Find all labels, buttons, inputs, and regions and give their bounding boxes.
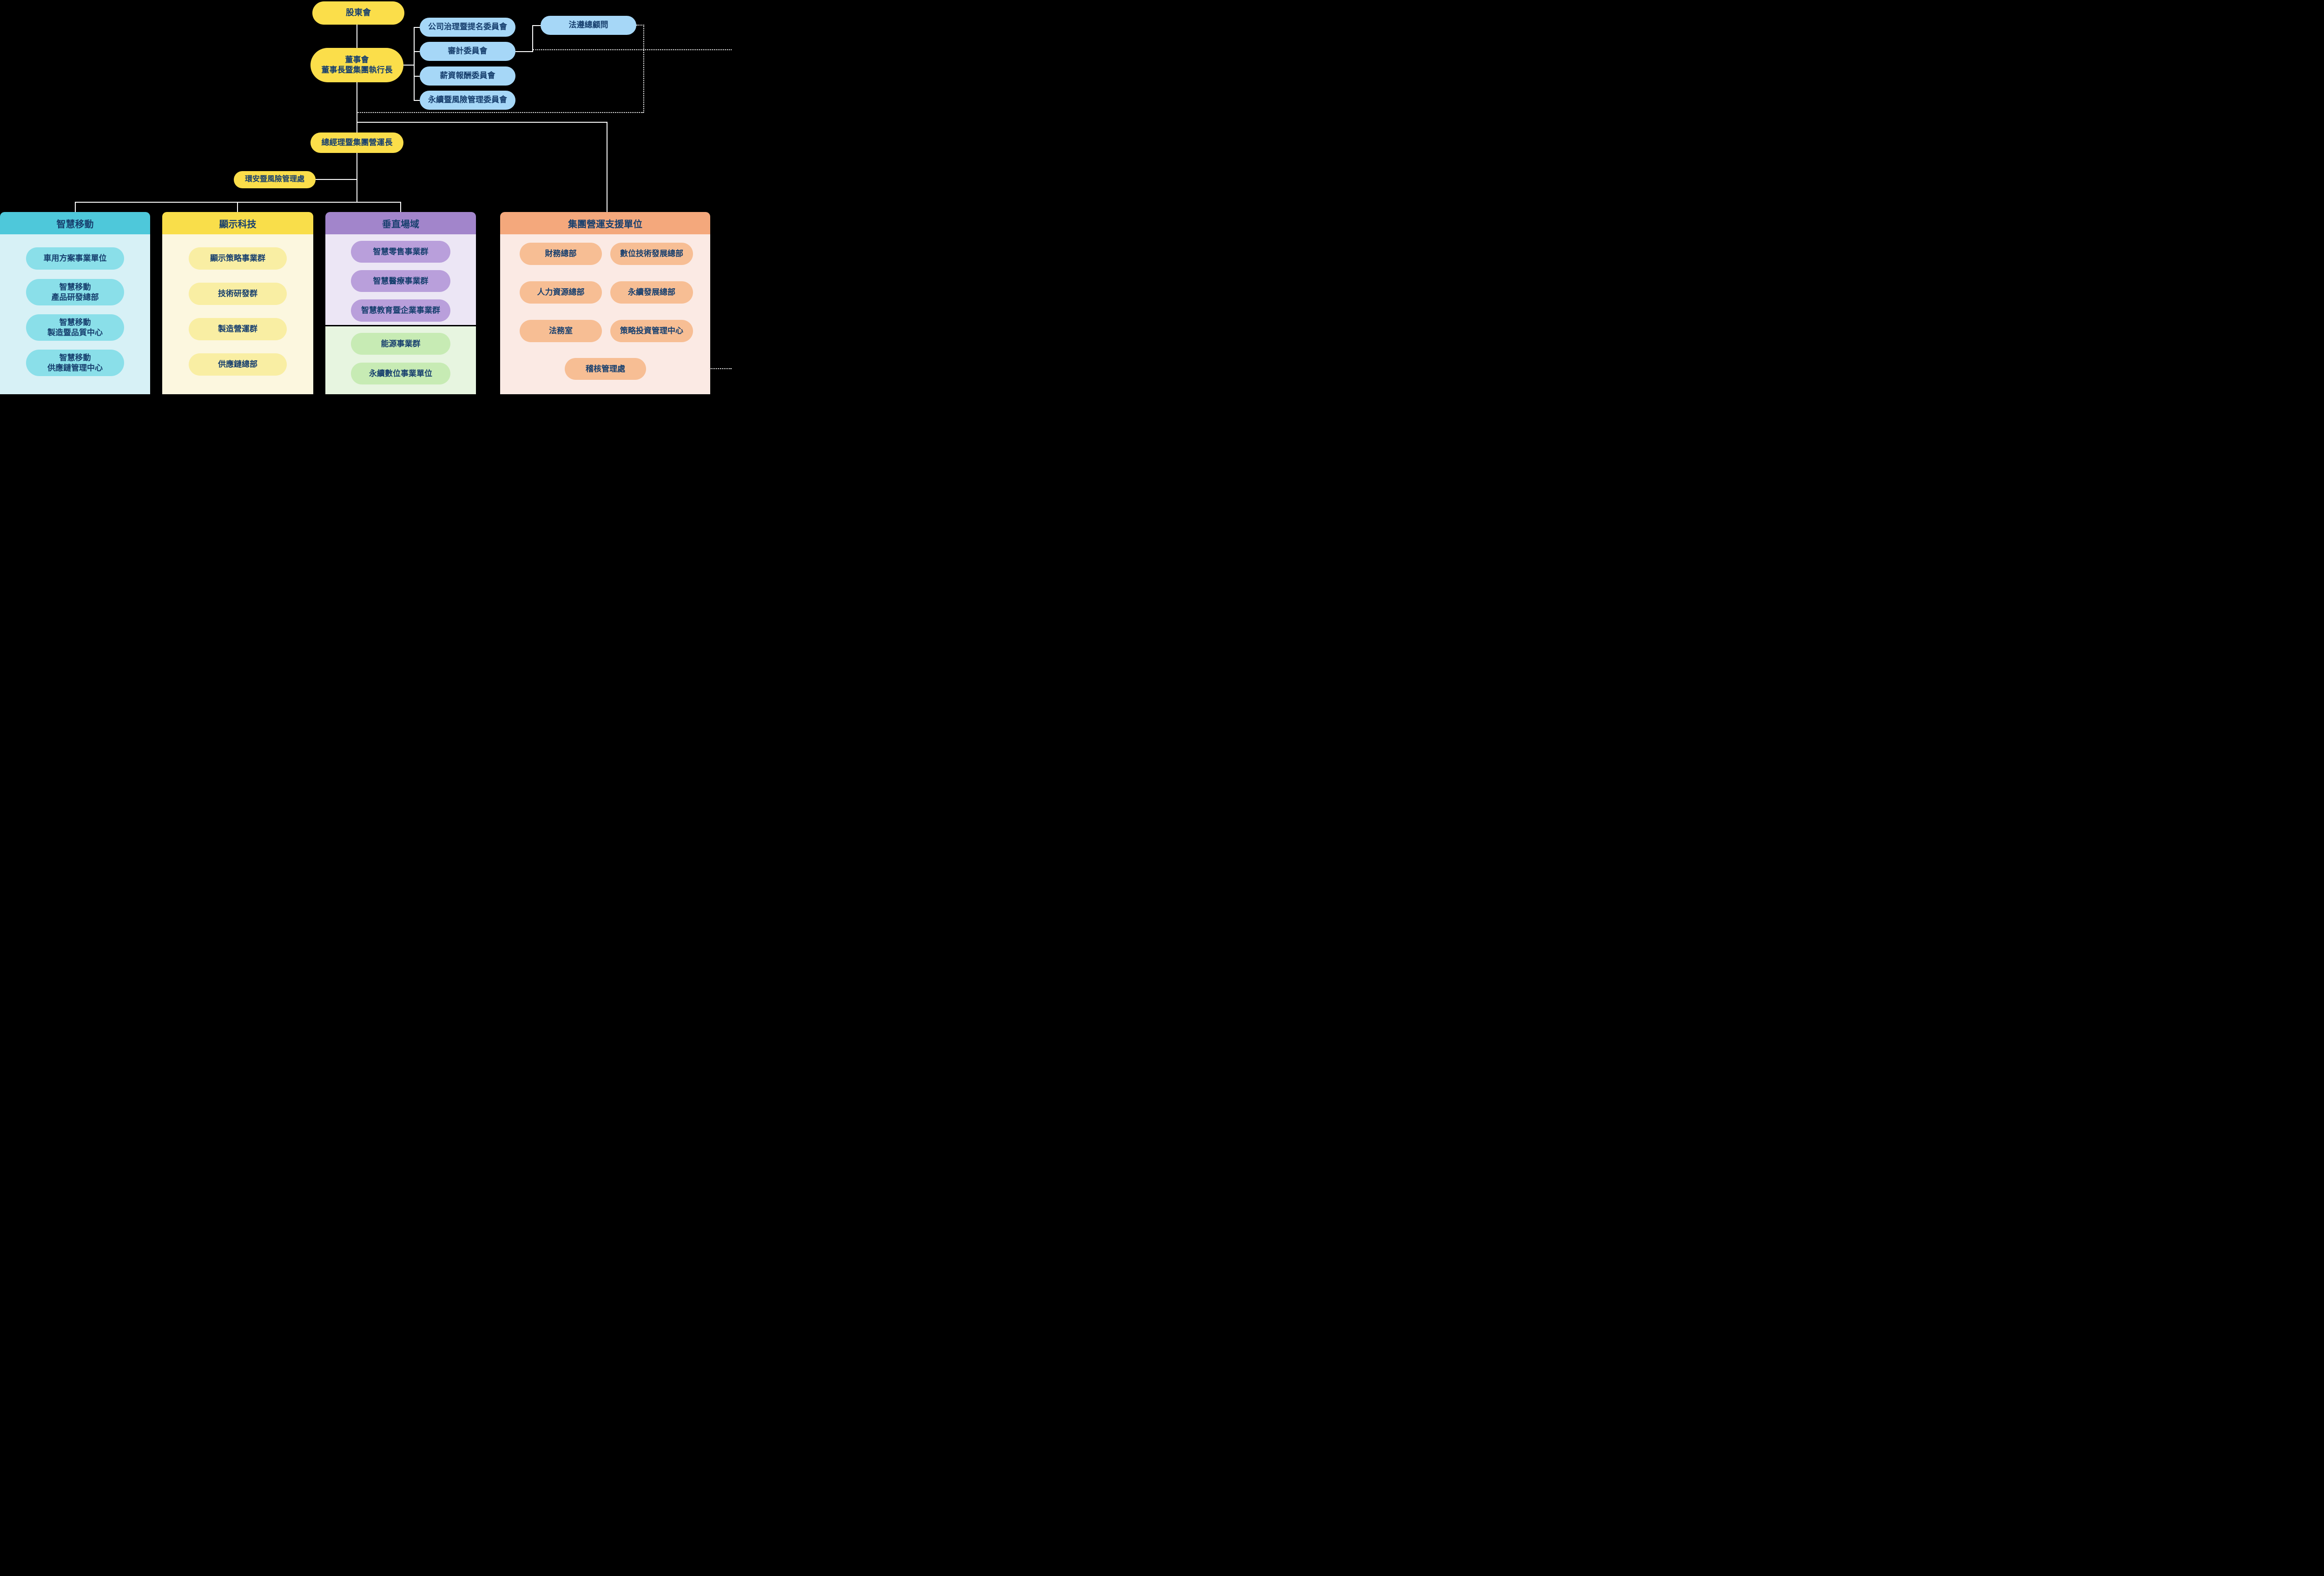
connector-audit-compliance-v — [532, 25, 533, 52]
connector-compliance-stub — [532, 25, 541, 26]
division-group-support-header: 集團營運支援單位 — [500, 212, 710, 234]
unit-sustainable-digital: 永續數位事業單位 — [351, 363, 450, 384]
dotted-connector-compliance-stub — [636, 25, 644, 26]
unit-automotive-solutions: 車用方案事業單位 — [26, 247, 124, 270]
unit-audit-management-office: 稽核管理處 — [565, 358, 646, 380]
unit-smart-medical: 智慧醫療事業群 — [351, 270, 450, 292]
connector-board-committees — [403, 65, 414, 66]
unit-finance-hq: 財務總部 — [520, 243, 602, 265]
node-shareholders-meeting: 股東會 — [312, 1, 404, 25]
division-smart-mobility-header: 智慧移動 — [0, 212, 150, 234]
connector-branch-display-tech — [237, 202, 238, 212]
connector-committee-governance-stub — [414, 27, 420, 28]
dotted-connector-compliance-to-line — [357, 112, 643, 113]
unit-sustainability-hq: 永續發展總部 — [610, 281, 693, 304]
unit-display-strategy: 顯示策略事業群 — [189, 247, 287, 270]
connector-committee-compensation-stub — [414, 76, 420, 77]
node-ehs-risk-management-office: 環安暨風險管理處 — [234, 171, 316, 188]
unit-smart-mobility-mfg-quality: 智慧移動 製造暨品質中心 — [26, 314, 124, 341]
org-chart: 股東會 董事會 董事長暨集團執行長 公司治理暨提名委員會 審計委員會 薪資報酬委… — [0, 0, 732, 394]
unit-smart-education-enterprise: 智慧教育暨企業事業群 — [351, 299, 450, 322]
unit-hr-hq: 人力資源總部 — [520, 281, 602, 304]
dotted-connector-compliance-down — [643, 25, 644, 113]
division-display-tech-header: 顯示科技 — [162, 212, 313, 234]
division-vertical-domains-header: 垂直場域 — [325, 212, 476, 234]
connector-board-support-h — [357, 122, 607, 123]
connector-committee-bracket — [414, 27, 415, 101]
unit-supply-chain-hq: 供應鏈總部 — [189, 353, 287, 376]
committee-audit: 審計委員會 — [420, 42, 515, 61]
connector-branch-horizontal — [75, 202, 401, 203]
committee-corporate-governance-nomination: 公司治理暨提名委員會 — [420, 18, 515, 37]
committee-sustainability-risk: 永續暨風險管理委員會 — [420, 91, 515, 110]
connector-committee-audit-stub — [414, 51, 420, 52]
unit-energy: 能源事業群 — [351, 333, 450, 355]
node-chief-compliance-counsel: 法遵總顧問 — [541, 16, 636, 35]
node-board-chairman-ceo: 董事會 董事長暨集團執行長 — [310, 48, 403, 82]
connector-branch-smart-mobility — [75, 202, 76, 212]
unit-tech-rd: 技術研發群 — [189, 283, 287, 305]
unit-smart-mobility-product-rd: 智慧移動 產品研發總部 — [26, 279, 124, 305]
unit-smart-retail: 智慧零售事業群 — [351, 241, 450, 263]
unit-mfg-operations: 製造營運群 — [189, 318, 287, 340]
node-president-group-coo: 總經理暨集團營運長 — [310, 132, 403, 153]
connector-branch-vertical-domains — [400, 202, 401, 212]
unit-legal-office: 法務室 — [520, 320, 602, 342]
connector-committee-sustainability-stub — [414, 100, 420, 101]
dotted-connector-audit-right-edge — [533, 49, 732, 50]
unit-digital-tech-development-hq: 數位技術發展總部 — [610, 243, 693, 265]
connector-audit-compliance-h — [515, 51, 533, 52]
unit-strategic-investment-center: 策略投資管理中心 — [610, 320, 693, 342]
connector-ehs-president — [316, 179, 357, 180]
committee-compensation: 薪資報酬委員會 — [420, 66, 515, 86]
unit-smart-mobility-supply-chain: 智慧移動 供應鏈管理中心 — [26, 350, 124, 376]
